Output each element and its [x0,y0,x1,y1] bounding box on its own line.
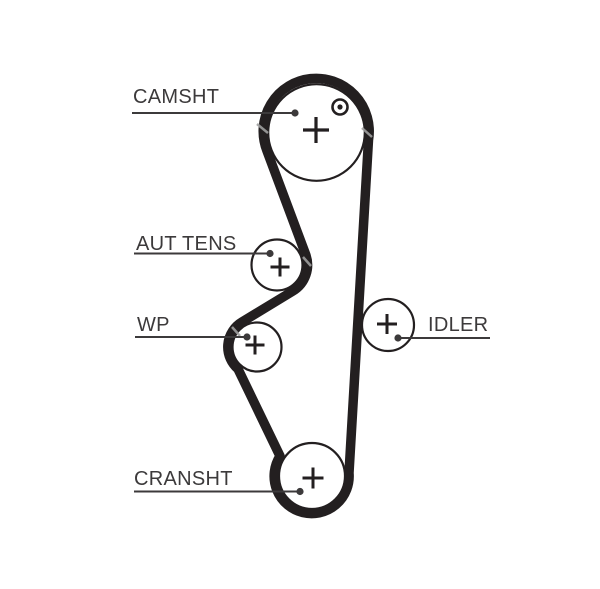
tensioner-label: AUT TENS [136,233,237,255]
water-pump-plus-icon [245,335,265,355]
camshaft-label: CAMSHT [133,86,219,108]
idler-plus-icon [377,314,397,334]
crankshaft-leader-dot [296,487,304,496]
pulley-center-marks [245,117,397,489]
timing-mark-dot [337,104,343,110]
camshaft-leader-dot [291,109,299,117]
camshaft-plus-icon [303,117,329,143]
belt-tangent-tick [361,127,373,138]
belt-tangent-tick [302,256,312,267]
tensioner-pulley-circle [250,238,304,292]
labels: CAMSHT AUT TENS WP IDLER CRANSHT [133,86,488,490]
pulleys [231,83,416,511]
water-pump-pulley-circle [231,321,283,373]
belt-tangent-tick [231,326,241,337]
idler-label: IDLER [428,314,488,336]
belt-tangent-tick [256,123,269,134]
crankshaft-label: CRANSHT [134,468,233,490]
belt-tangent-ticks [231,123,373,337]
crankshaft-plus-icon [302,467,324,489]
camshaft-timing-mark-icon [331,98,349,116]
water-pump-label: WP [137,314,170,336]
tensioner-leader-dot [266,249,274,258]
tensioner-plus-icon [270,257,290,277]
leader-lines [132,109,490,496]
water-pump-leader-dot [243,333,251,341]
idler-leader-dot [394,334,402,342]
timing-belt [223,73,374,519]
